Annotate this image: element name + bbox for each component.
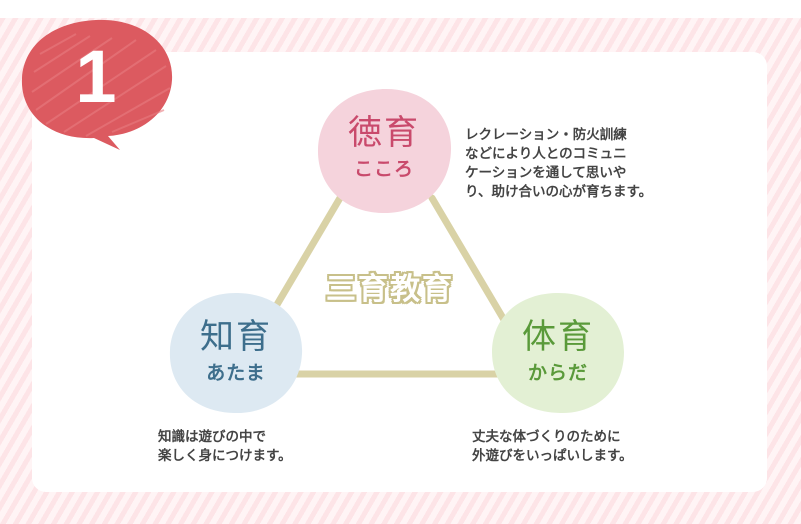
node-chi: 知育 あたま [166, 290, 306, 416]
node-kana: こころ [353, 158, 414, 180]
description-chi: 知識は遊びの中で 楽しく身につけます。 [158, 428, 292, 466]
description-line: ケーションを通して思いや [465, 165, 627, 181]
node-kanji: 知育 [200, 317, 272, 357]
description-line: 外遊びをいっぱいします。 [472, 448, 633, 464]
node-tai: 体育 からだ [488, 290, 628, 416]
speech-bubble-icon [21, 19, 173, 150]
description-line: レクレーション・防火訓練 [465, 127, 627, 143]
description-toku: レクレーション・防火訓練 などにより人とのコミュニ ケーションを通して思いや り… [465, 126, 652, 202]
node-circle [317, 88, 452, 214]
description-tai: 丈夫な体づくりのために 外遊びをいっぱいします。 [472, 428, 633, 466]
node-kana: あたま [206, 362, 266, 384]
description-line: 丈夫な体づくりのために [472, 429, 621, 445]
number-badge: 1 [16, 14, 176, 154]
description-line: り、助け合いの心が育ちます。 [465, 184, 653, 200]
node-kana: からだ [527, 362, 588, 384]
node-kanji: 体育 [522, 317, 594, 357]
node-toku: 徳育 こころ [314, 86, 454, 216]
description-line: 楽しく身につけます。 [158, 448, 292, 464]
description-line: 知識は遊びの中で [158, 429, 266, 445]
node-circle [169, 292, 303, 414]
description-line: などにより人とのコミュニ [465, 146, 627, 162]
badge-number: 1 [75, 35, 117, 118]
node-kanji: 徳育 [348, 113, 420, 153]
center-title: 三育教育 [326, 272, 454, 307]
node-circle [492, 292, 624, 414]
